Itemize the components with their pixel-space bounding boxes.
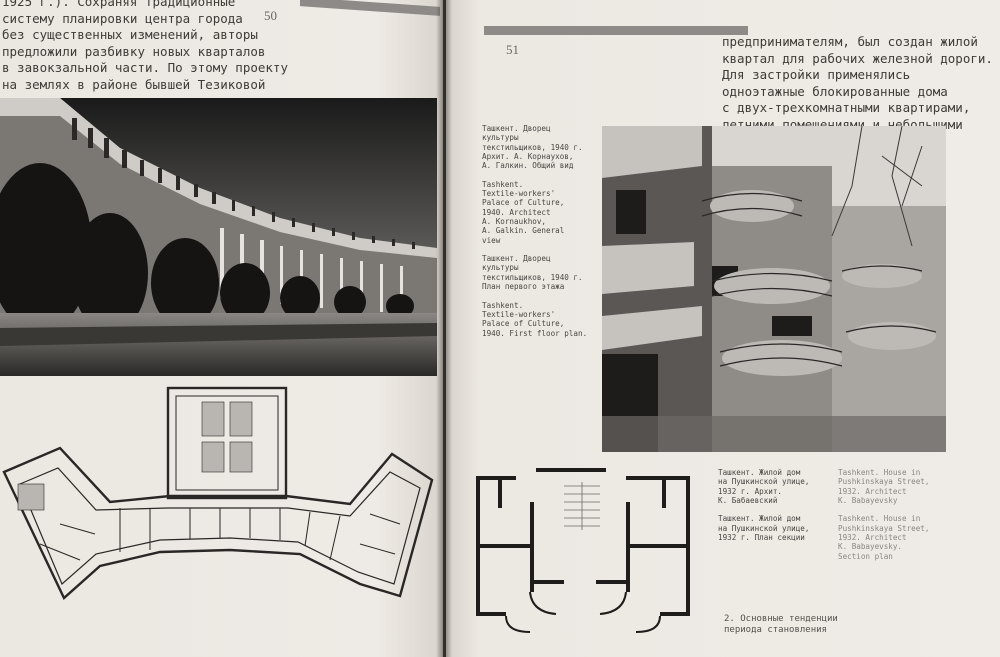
caption-palace: Ташкент. Дворец культуры текстильщиков, …: [482, 124, 588, 338]
palace-facade-photo: [0, 98, 437, 376]
right-page: 51 предпринимателям, был создан жилой кв…: [446, 0, 1000, 657]
page-number-right: 51: [506, 42, 519, 57]
right-body-text: предпринимателям, был создан жилой кварт…: [722, 34, 993, 149]
section-footer: 2. Основные тенденции периода становлени…: [724, 614, 838, 635]
house-balconies-photo: [602, 126, 946, 452]
top-rule-right: [484, 26, 748, 35]
left-body-text: 1925 г.). Сохраняя традиционные систему …: [2, 0, 288, 109]
house-section-plan: [476, 462, 692, 638]
page-number-left: 50: [264, 8, 277, 23]
top-rule-left: [300, 0, 440, 16]
palace-floor-plan: [0, 384, 437, 606]
caption-house-ru: Ташкент. Жилой дом на Пушкинской улице, …: [718, 468, 810, 543]
caption-house-en: Tashkent. House in Pushkinskaya Street, …: [838, 468, 930, 561]
left-page: 1925 г.). Сохраняя традиционные систему …: [0, 0, 443, 657]
